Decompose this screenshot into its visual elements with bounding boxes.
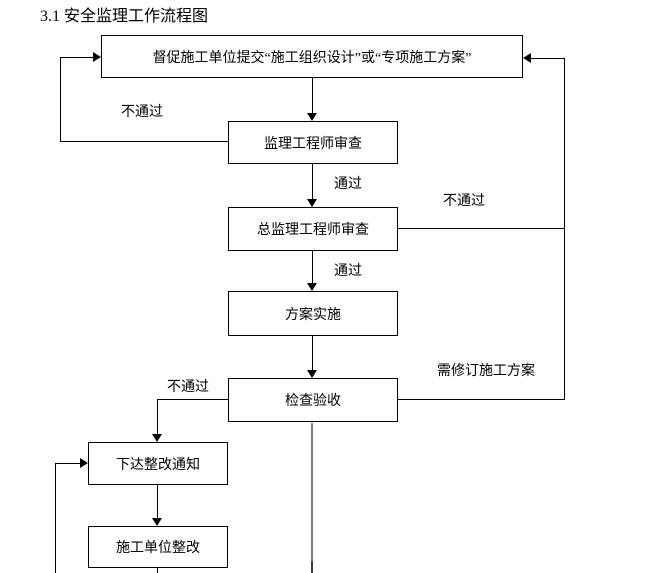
label-review1-fail: 不通过 bbox=[121, 105, 163, 120]
connector-review2-fail-horizontal bbox=[398, 228, 565, 230]
node-implement-plan-label: 方案实施 bbox=[285, 307, 341, 323]
arrowhead-down-icon bbox=[307, 283, 317, 291]
arrowhead-down-icon bbox=[307, 370, 317, 378]
node-engineer-review-label: 监理工程师审查 bbox=[264, 136, 362, 152]
node-submit-plan: 督促施工单位提交“施工组织设计”或“专项施工方案” bbox=[101, 35, 523, 78]
connector-inspect-fail-vertical bbox=[157, 399, 159, 434]
node-chief-review: 总监理工程师审查 bbox=[228, 207, 398, 251]
arrowhead-right-icon bbox=[80, 458, 88, 468]
arrowhead-down-icon bbox=[307, 113, 317, 121]
connector-inspect-fail-horizontal bbox=[157, 399, 228, 401]
connector-review1-fail-vertical bbox=[60, 57, 62, 142]
connector-fix-down-cutoff bbox=[157, 568, 159, 573]
node-issue-notice-label: 下达整改通知 bbox=[116, 457, 200, 473]
connector-inspect-down-gray-tail bbox=[311, 561, 313, 573]
arrowhead-down-icon bbox=[307, 199, 317, 207]
connector-review1-fail-horizontal bbox=[60, 141, 228, 143]
connector-right-loop-vertical bbox=[564, 58, 566, 400]
node-engineer-review: 监理工程师审查 bbox=[228, 121, 398, 164]
arrowhead-down-icon bbox=[152, 434, 162, 442]
node-submit-plan-label: 督促施工单位提交“施工组织设计”或“专项施工方案” bbox=[152, 50, 472, 66]
connector-review1-fail-return bbox=[60, 57, 94, 59]
label-review2-pass: 通过 bbox=[334, 264, 362, 279]
node-chief-review-label: 总监理工程师审查 bbox=[257, 223, 369, 238]
node-implement-plan: 方案实施 bbox=[228, 291, 398, 336]
connector-notice-to-fix bbox=[157, 485, 159, 518]
node-contractor-fix: 施工单位整改 bbox=[88, 526, 228, 568]
arrowhead-left-icon bbox=[523, 53, 531, 63]
connector-inspect-revise-horizontal bbox=[398, 399, 565, 401]
connector-recheck-loop-vertical bbox=[55, 463, 57, 573]
node-contractor-fix-label: 施工单位整改 bbox=[116, 541, 200, 556]
connector-review2-to-implement bbox=[312, 251, 314, 284]
arrowhead-down-icon bbox=[152, 518, 162, 526]
section-title: 3.1 安全监理工作流程图 bbox=[40, 8, 209, 25]
connector-submit-to-review1 bbox=[312, 78, 314, 114]
label-inspect-revise: 需修订施工方案 bbox=[437, 364, 535, 379]
label-review2-fail: 不通过 bbox=[443, 194, 485, 209]
node-inspect-accept: 检查验收 bbox=[228, 378, 398, 422]
node-inspect-accept-label: 检查验收 bbox=[285, 394, 341, 409]
connector-recheck-loop-horizontal bbox=[55, 463, 81, 465]
connector-review1-to-review2 bbox=[312, 164, 314, 200]
label-review1-pass: 通过 bbox=[334, 177, 362, 192]
label-inspect-fail: 不通过 bbox=[167, 380, 209, 395]
connector-implement-to-inspect bbox=[312, 336, 314, 371]
connector-right-loop-return bbox=[531, 58, 565, 60]
arrowhead-right-icon bbox=[93, 52, 101, 62]
node-issue-notice: 下达整改通知 bbox=[88, 442, 228, 485]
connector-inspect-down-gray bbox=[311, 423, 313, 561]
